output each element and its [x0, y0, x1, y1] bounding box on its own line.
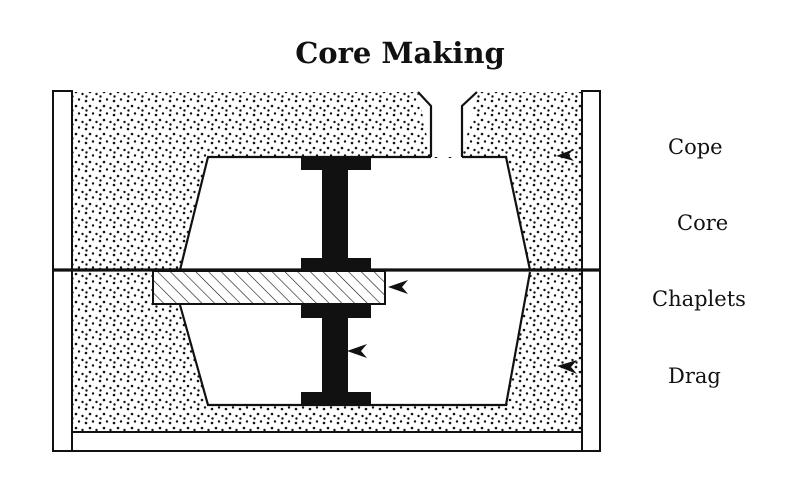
chaplet-lower: [301, 305, 371, 405]
pouring-sprue: [417, 91, 478, 157]
cope-cavity-outline-right: [462, 155, 532, 271]
drag-label: Drag: [668, 364, 721, 388]
core-label: Core: [677, 211, 729, 235]
chaplet-pointer-arrow: [347, 344, 367, 358]
chaplet-upper: [301, 157, 371, 270]
bottom-board: [71, 431, 583, 452]
diagram-title: Core Making: [295, 36, 505, 70]
drag-pointer-arrow: [557, 360, 577, 374]
core: [152, 270, 386, 305]
cope-cavity-outline: [178, 155, 431, 271]
cope-label: Cope: [668, 135, 723, 159]
molding-sand: [72, 92, 582, 432]
cope-pointer-arrow: [556, 149, 574, 161]
chaplets-label: Chaplets: [652, 287, 746, 311]
core-pointer-arrow: [388, 280, 408, 294]
